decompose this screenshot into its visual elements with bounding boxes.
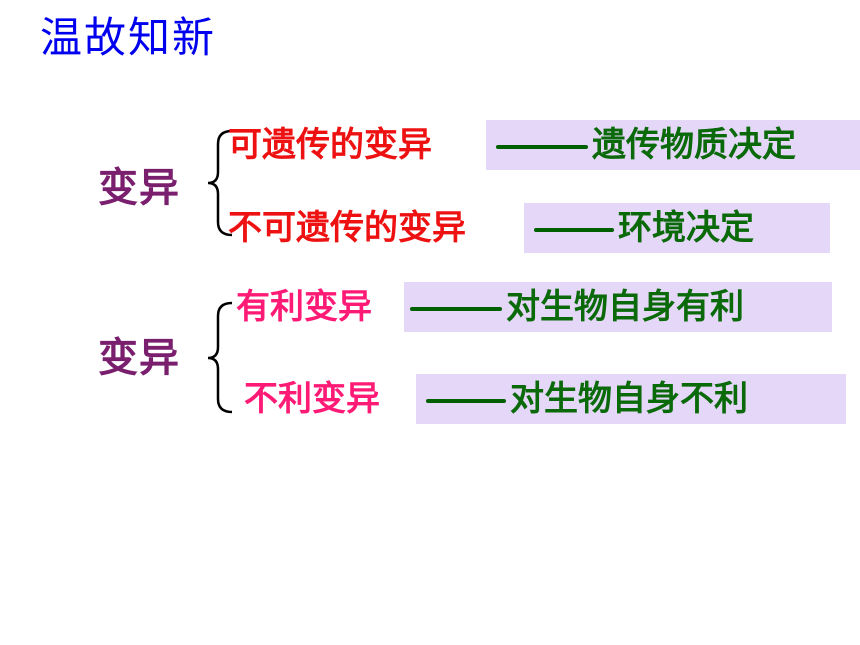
category-label-heritability: 变异 bbox=[98, 165, 180, 211]
brace-icon bbox=[207, 129, 233, 237]
term-nonheritable-variation: 不可遗传的变异 bbox=[228, 208, 466, 248]
term-heritable-variation: 可遗传的变异 bbox=[228, 125, 432, 165]
slide-title: 温故知新 bbox=[40, 13, 217, 62]
term-beneficial-variation: 有利变异 bbox=[236, 287, 372, 327]
dash-separator bbox=[410, 307, 502, 311]
dash-separator bbox=[496, 145, 588, 149]
dash-separator bbox=[426, 399, 506, 403]
category-label-benefit: 变异 bbox=[98, 335, 180, 381]
desc-genetic-material: 遗传物质决定 bbox=[592, 125, 796, 165]
term-harmful-variation: 不利变异 bbox=[244, 379, 380, 419]
desc-environment: 环境决定 bbox=[618, 208, 754, 248]
dash-separator bbox=[534, 228, 614, 232]
desc-beneficial: 对生物自身有利 bbox=[506, 287, 744, 327]
brace-icon bbox=[207, 301, 233, 414]
desc-harmful: 对生物自身不利 bbox=[510, 379, 748, 419]
